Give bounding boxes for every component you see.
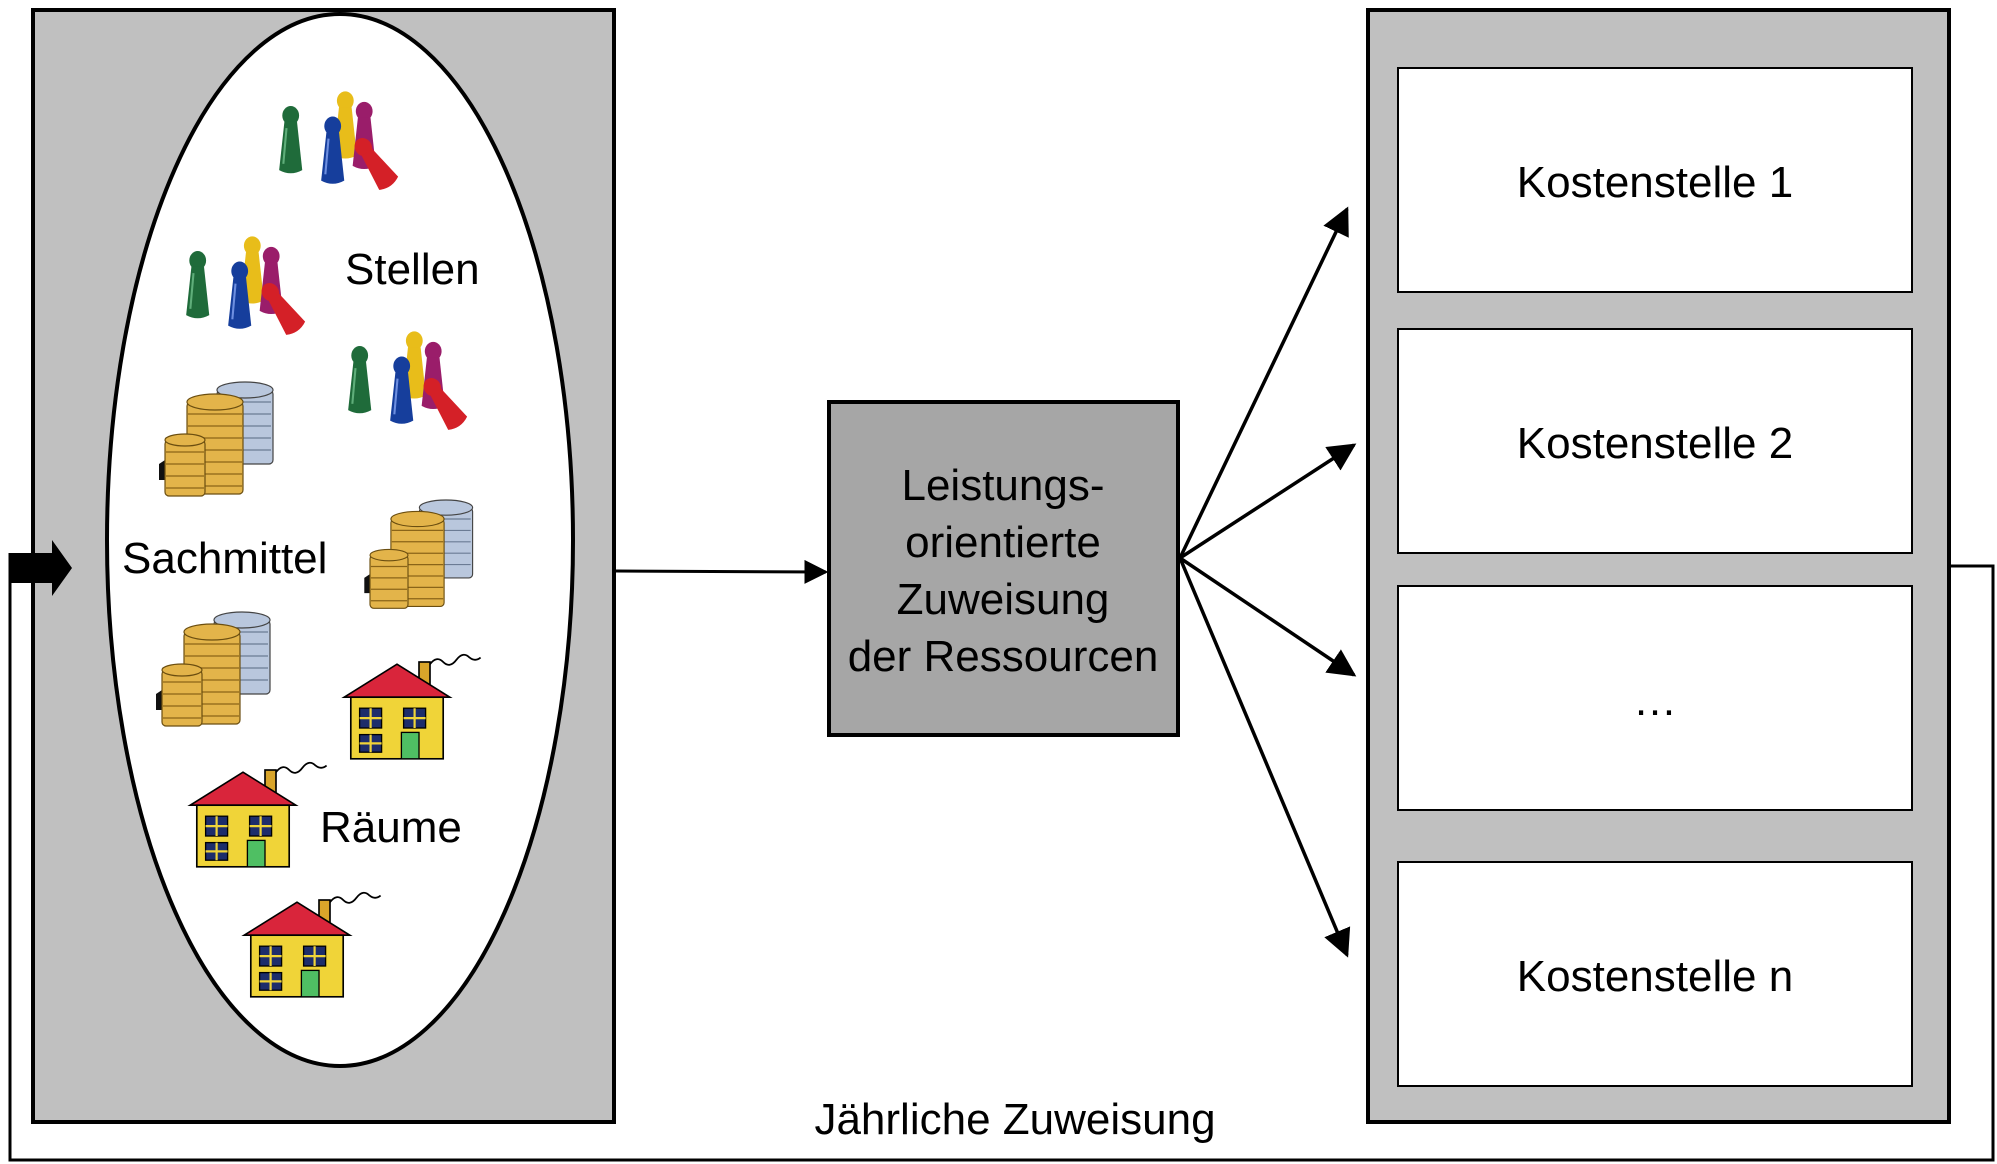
process-line-4: der Ressourcen bbox=[848, 632, 1159, 681]
cost-center-label: … bbox=[1633, 676, 1677, 725]
annual-feedback-loop bbox=[8, 553, 1995, 1162]
process-line-2: orientierte bbox=[905, 518, 1101, 567]
allocation-arrow-3 bbox=[1179, 556, 1357, 677]
resources-to-process-arrow bbox=[615, 559, 829, 584]
process-line-3: Zuweisung bbox=[897, 575, 1110, 624]
cost-center-label: Kostenstelle 1 bbox=[1517, 158, 1793, 207]
allocation-arrow-4 bbox=[1178, 557, 1351, 958]
cost-center-box: Kostenstelle 1 bbox=[1397, 67, 1913, 293]
stellen-label: Stellen bbox=[345, 245, 480, 294]
sachmittel-label: Sachmittel bbox=[122, 534, 327, 583]
cost-center-box: … bbox=[1397, 585, 1913, 811]
allocation-process-box bbox=[827, 400, 1180, 737]
cost-center-box: Kostenstelle 2 bbox=[1397, 328, 1913, 554]
allocation-arrow-1 bbox=[1178, 206, 1349, 559]
feedback-label: Jährliche Zuweisung bbox=[814, 1095, 1215, 1144]
cost-center-label: Kostenstelle n bbox=[1517, 952, 1793, 1001]
cost-center-label: Kostenstelle 2 bbox=[1517, 419, 1793, 468]
cost-center-box: Kostenstelle n bbox=[1397, 861, 1913, 1087]
feedback-entry-arrow bbox=[10, 540, 72, 596]
raeume-label: Räume bbox=[320, 803, 462, 852]
allocation-arrow-2 bbox=[1179, 443, 1357, 560]
process-line-1: Leistungs- bbox=[901, 461, 1104, 510]
